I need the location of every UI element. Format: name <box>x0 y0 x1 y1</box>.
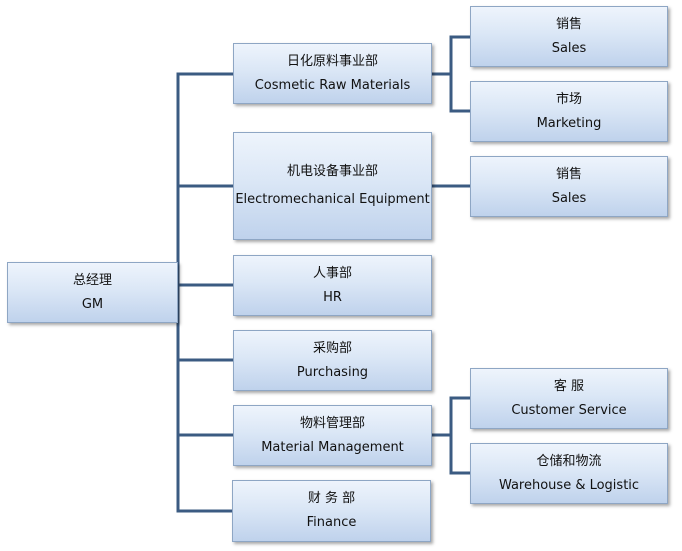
node-sales-cosmetic: 销售 Sales <box>470 6 668 67</box>
node-gm-zh: 总经理 <box>72 272 112 288</box>
node-hr-zh: 人事部 <box>312 265 352 281</box>
node-material-en: Material Management <box>261 439 404 455</box>
node-purchasing: 采购部 Purchasing <box>233 330 432 391</box>
node-finance: 财 务 部 Finance <box>232 480 431 542</box>
node-marketing: 市场 Marketing <box>470 81 668 142</box>
node-material-management: 物料管理部 Material Management <box>233 405 432 466</box>
node-purchasing-zh: 采购部 <box>312 340 352 356</box>
node-finance-zh: 财 务 部 <box>307 491 356 507</box>
node-sales-electro: 销售 Sales <box>470 156 668 217</box>
node-electro-zh: 机电设备事业部 <box>286 164 378 180</box>
node-hr: 人事部 HR <box>233 255 432 316</box>
node-warehouse-zh: 仓储和物流 <box>536 453 602 469</box>
node-warehouse-logistic: 仓储和物流 Warehouse & Logistic <box>470 443 668 504</box>
node-sales-cosmetic-en: Sales <box>551 40 587 56</box>
node-material-zh: 物料管理部 <box>299 415 365 431</box>
node-sales-electro-en: Sales <box>551 190 587 206</box>
node-gm: 总经理 GM <box>7 262 178 323</box>
node-customer-service-en: Customer Service <box>511 402 627 418</box>
node-electro-en: Electromechanical Equipment <box>235 192 430 207</box>
node-sales-cosmetic-zh: 销售 <box>555 16 582 32</box>
node-gm-en: GM <box>81 296 104 312</box>
node-marketing-en: Marketing <box>536 115 602 131</box>
node-purchasing-en: Purchasing <box>296 364 369 380</box>
node-cosmetic-raw-materials: 日化原料事业部 Cosmetic Raw Materials <box>233 43 432 104</box>
node-cosmetic-en: Cosmetic Raw Materials <box>254 77 411 93</box>
node-sales-electro-zh: 销售 <box>555 166 582 182</box>
node-warehouse-en: Warehouse & Logistic <box>498 477 640 493</box>
node-electromechanical-equipment: 机电设备事业部 Electromechanical Equipment <box>233 132 432 240</box>
node-cosmetic-zh: 日化原料事业部 <box>286 53 378 69</box>
node-marketing-zh: 市场 <box>555 91 582 107</box>
node-finance-en: Finance <box>306 515 357 530</box>
node-hr-en: HR <box>323 289 342 305</box>
node-customer-service: 客 服 Customer Service <box>470 368 668 429</box>
node-customer-service-zh: 客 服 <box>553 378 585 394</box>
